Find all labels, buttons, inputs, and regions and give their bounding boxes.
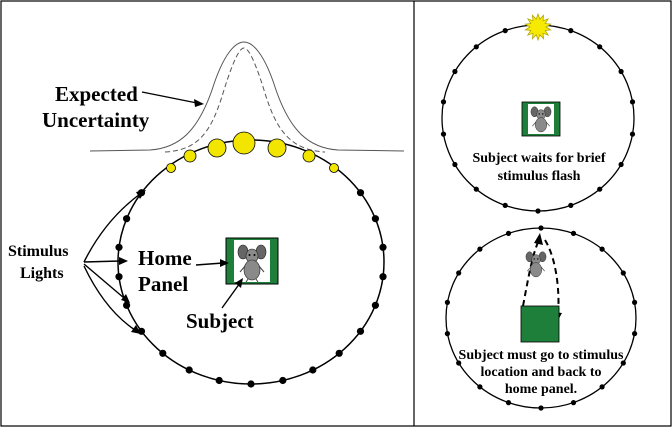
subject-rat-icon	[530, 106, 552, 133]
flash-sun-shape	[524, 12, 552, 42]
stimulus-light-dot	[599, 384, 605, 390]
stimulus-lights-label-line1: Stimulus	[8, 243, 69, 260]
home-panel-label-line1: Home	[138, 246, 192, 270]
bottom-right-caption-line3: home panel.	[504, 382, 578, 397]
stimulus-light-dot	[620, 360, 626, 366]
subject-label: Subject	[186, 309, 254, 333]
stimulus-light-yellow	[183, 149, 197, 163]
stimulus-light-dot	[568, 202, 574, 208]
subject-rat-icon	[237, 244, 267, 283]
stimulus-light-yellow	[232, 131, 256, 155]
stimulus-light-dot	[618, 68, 624, 75]
stimulus-light-dot	[279, 376, 287, 385]
stimulus-light-dots-top	[440, 28, 636, 214]
stimulus-light-yellow	[329, 163, 339, 173]
stimulus-light-dot	[473, 186, 479, 192]
stimulus-light-dot	[452, 68, 458, 75]
stimulus-light-yellow	[267, 138, 287, 158]
subject-rat-icon	[525, 251, 547, 278]
top-right-caption-line1: Subject waits for brief	[472, 151, 606, 166]
stimulus-light-dot	[538, 225, 544, 231]
stimulus-light-dot	[618, 161, 624, 168]
stimulus-light-dot	[159, 349, 167, 357]
stimulus-light-dot	[597, 186, 603, 192]
active-stimulus-lights	[166, 131, 339, 173]
stimulus-light-dot	[379, 243, 387, 251]
stimulus-light-dot	[505, 400, 512, 406]
bottom-right-panel	[444, 225, 638, 411]
stimulus-light-dot	[570, 230, 577, 236]
stimulus-light-dot	[371, 301, 379, 309]
stimulus-light-dot	[185, 366, 193, 374]
stimulus-light-dot	[538, 405, 544, 411]
stimulus-light-dot	[629, 131, 636, 137]
expected-uncertainty-label-line2: Uncertainty	[42, 108, 150, 132]
stimulus-light-dot	[440, 99, 447, 105]
stimulus-light-dot	[115, 243, 123, 251]
expected-uncertainty-curve	[89, 41, 405, 152]
bottom-right-caption-line2: location and back to	[480, 365, 602, 380]
stimulus-light-dot	[115, 273, 123, 281]
stimulus-light-dot	[473, 44, 479, 50]
stimulus-lights-arrows	[83, 190, 146, 334]
home-panel-arrow	[195, 259, 229, 267]
stimulus-light-dot	[570, 400, 577, 406]
home-panel	[225, 237, 279, 285]
stimulus-light-dot	[477, 384, 483, 390]
home-panel-top	[521, 101, 561, 137]
stimulus-light-dot	[123, 215, 131, 223]
stimulus-light-dot	[456, 360, 462, 366]
expected-uncertainty-label-line1: Expected	[55, 82, 138, 106]
top-right-caption-line2: stimulus flash	[497, 169, 581, 184]
stimulus-light-dot	[535, 208, 541, 214]
stimulus-light-dot	[599, 246, 605, 252]
top-right-panel	[440, 12, 636, 214]
flash-sun-icon	[524, 12, 552, 42]
stimulus-light-dot	[444, 331, 450, 337]
stimulus-light-yellow	[207, 138, 227, 158]
stimulus-light-dot	[632, 299, 638, 305]
stimulus-light-dot	[620, 270, 626, 276]
stimulus-light-dots-bottom	[444, 225, 638, 411]
stimulus-lights-label-line2: Lights	[20, 265, 64, 282]
stimulus-light-dot	[356, 327, 365, 335]
stimulus-light-dot	[335, 349, 343, 357]
stimulus-light-dot	[440, 131, 447, 137]
stimulus-light-dot	[215, 376, 223, 385]
stimulus-light-dot	[123, 301, 131, 309]
uncertainty-arrow	[141, 91, 204, 107]
stimulus-light-dot	[502, 202, 508, 208]
stimulus-light-dot	[444, 299, 450, 305]
narrow-uncertainty-curve	[164, 47, 326, 153]
bottom-right-caption-line1: Subject must go to stimulus	[458, 348, 624, 363]
stimulus-light-yellow	[166, 163, 176, 173]
home-panel-label-line2: Panel	[138, 272, 189, 296]
stimulus-light-dot	[456, 270, 462, 276]
stimulus-light-dot	[379, 273, 387, 281]
stimulus-light-dot	[356, 189, 365, 197]
left-panel	[83, 41, 405, 388]
stimulus-light-dot	[371, 215, 379, 223]
subject-arrow	[221, 278, 243, 309]
stimulus-light-dot	[452, 161, 458, 168]
home-panel-bottom	[520, 305, 560, 343]
stimulus-light-dot	[568, 28, 574, 34]
stimulus-light-yellow	[302, 149, 316, 163]
stimulus-light-dot	[502, 28, 508, 34]
stimulus-light-dot	[247, 380, 255, 388]
stimulus-light-dot	[629, 99, 636, 105]
stimulus-light-dot	[477, 246, 483, 252]
stimulus-light-dot	[597, 44, 603, 50]
stimulus-light-dot	[505, 230, 512, 236]
stimulus-light-dot	[309, 366, 317, 374]
stimulus-light-dots	[115, 189, 387, 388]
stimulus-light-dot	[632, 331, 638, 337]
